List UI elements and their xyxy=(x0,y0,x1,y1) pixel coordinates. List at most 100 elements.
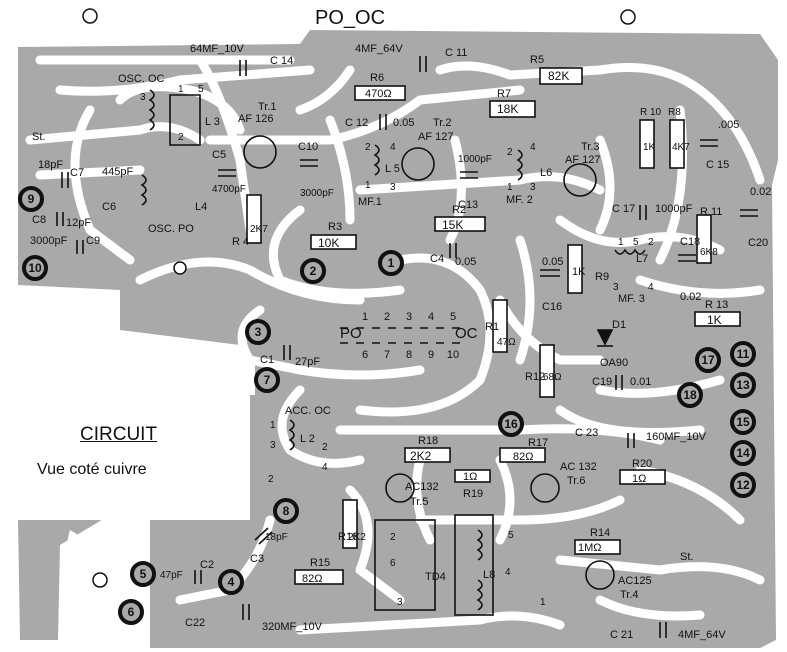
svg-text:2: 2 xyxy=(390,532,396,543)
svg-text:0.05: 0.05 xyxy=(455,256,476,268)
svg-text:13: 13 xyxy=(736,378,750,392)
pad-numbers: 9 10 1 2 3 7 16 17 18 11 13 15 14 12 8 5… xyxy=(28,192,750,619)
svg-text:3: 3 xyxy=(613,282,619,293)
svg-text:R14: R14 xyxy=(590,527,610,539)
svg-text:R5: R5 xyxy=(530,54,544,66)
svg-text:R3: R3 xyxy=(328,221,342,233)
svg-text:9: 9 xyxy=(28,192,35,206)
svg-text:1K: 1K xyxy=(707,313,722,327)
svg-text:9: 9 xyxy=(428,349,434,361)
svg-text:18K: 18K xyxy=(497,102,518,116)
svg-text:1: 1 xyxy=(388,256,395,270)
svg-text:R 13: R 13 xyxy=(705,299,728,311)
svg-text:OC: OC xyxy=(455,325,478,342)
svg-text:4: 4 xyxy=(530,142,536,153)
svg-text:R8: R8 xyxy=(668,107,681,118)
svg-text:3000pF: 3000pF xyxy=(30,235,68,247)
caption-subtitle: Vue coté cuivre xyxy=(37,461,147,478)
svg-text:C5: C5 xyxy=(212,149,226,161)
svg-text:2: 2 xyxy=(322,442,328,453)
svg-text:1: 1 xyxy=(270,420,276,431)
svg-text:D1: D1 xyxy=(612,319,626,331)
svg-text:5: 5 xyxy=(450,311,456,323)
svg-text:L8: L8 xyxy=(483,569,495,581)
svg-text:1: 1 xyxy=(540,597,546,608)
svg-text:C 14: C 14 xyxy=(270,55,293,67)
svg-text:C 23: C 23 xyxy=(575,427,598,439)
svg-text:6K8: 6K8 xyxy=(700,247,718,258)
pad-15 xyxy=(730,409,756,435)
svg-text:18: 18 xyxy=(683,388,697,402)
svg-text:8: 8 xyxy=(283,504,290,518)
svg-text:TD4: TD4 xyxy=(425,571,446,583)
svg-text:3000pF: 3000pF xyxy=(300,188,334,199)
svg-text:320MF_10V: 320MF_10V xyxy=(262,621,323,633)
svg-text:2: 2 xyxy=(178,132,184,143)
svg-text:2: 2 xyxy=(507,147,513,158)
svg-text:C16: C16 xyxy=(542,301,562,313)
svg-text:10: 10 xyxy=(447,349,459,361)
svg-text:C2: C2 xyxy=(200,559,214,571)
svg-text:R9: R9 xyxy=(595,271,609,283)
svg-text:C3: C3 xyxy=(250,553,264,565)
svg-text:St.: St. xyxy=(680,551,693,563)
pad-18 xyxy=(677,382,703,408)
pad-16 xyxy=(498,411,524,437)
svg-text:1Ω: 1Ω xyxy=(463,471,477,483)
svg-text:AF 126: AF 126 xyxy=(238,113,273,125)
svg-text:C8: C8 xyxy=(32,214,46,226)
pad-2 xyxy=(300,258,326,284)
svg-text:3: 3 xyxy=(390,182,396,193)
svg-text:4: 4 xyxy=(648,282,654,293)
svg-text:.005: .005 xyxy=(718,119,739,131)
svg-text:C 21: C 21 xyxy=(610,629,633,641)
svg-text:Tr.6: Tr.6 xyxy=(567,475,586,487)
svg-text:3: 3 xyxy=(397,597,403,608)
svg-text:C19: C19 xyxy=(592,376,612,388)
svg-text:82K: 82K xyxy=(548,69,569,83)
svg-text:6: 6 xyxy=(362,349,368,361)
pad-6 xyxy=(118,599,144,625)
svg-text:4: 4 xyxy=(505,567,511,578)
svg-text:Tr.4: Tr.4 xyxy=(620,589,639,601)
svg-text:16: 16 xyxy=(504,417,518,431)
mounting-holes xyxy=(82,8,636,588)
svg-text:OA90: OA90 xyxy=(600,357,628,369)
svg-text:6: 6 xyxy=(128,605,135,619)
svg-text:Tr.2: Tr.2 xyxy=(433,117,452,129)
svg-text:C 17: C 17 xyxy=(612,203,635,215)
pad-11 xyxy=(730,341,756,367)
svg-text:1: 1 xyxy=(618,237,624,248)
svg-text:C22: C22 xyxy=(185,617,205,629)
svg-text:PO: PO xyxy=(340,325,362,342)
pad-7 xyxy=(254,367,280,393)
svg-text:MF.1: MF.1 xyxy=(358,196,382,208)
svg-text:2: 2 xyxy=(310,264,317,278)
pad-13 xyxy=(730,372,756,398)
svg-text:R18: R18 xyxy=(418,435,438,447)
svg-text:R6: R6 xyxy=(370,72,384,84)
svg-text:C13: C13 xyxy=(458,199,478,211)
svg-text:1MΩ: 1MΩ xyxy=(578,542,602,554)
pad-8 xyxy=(273,498,299,524)
pad-17 xyxy=(695,347,721,373)
svg-text:R19: R19 xyxy=(463,488,483,500)
svg-text:R17: R17 xyxy=(528,437,548,449)
svg-text:10K: 10K xyxy=(318,236,339,250)
svg-text:0.01: 0.01 xyxy=(630,376,651,388)
svg-text:2K7: 2K7 xyxy=(250,224,268,235)
svg-text:6: 6 xyxy=(390,558,396,569)
svg-text:R2: R2 xyxy=(452,204,466,216)
svg-text:47pF: 47pF xyxy=(160,570,183,581)
svg-text:OSC. PO: OSC. PO xyxy=(148,223,194,235)
svg-text:3: 3 xyxy=(140,92,146,103)
pad-14 xyxy=(730,440,756,466)
svg-text:14: 14 xyxy=(736,446,750,460)
svg-text:5: 5 xyxy=(508,530,514,541)
svg-text:L 5: L 5 xyxy=(385,163,400,175)
svg-text:L 3: L 3 xyxy=(205,116,220,128)
svg-text:2: 2 xyxy=(268,474,274,485)
svg-text:AF 127: AF 127 xyxy=(418,131,453,143)
svg-text:OSC. OC: OSC. OC xyxy=(118,73,165,85)
